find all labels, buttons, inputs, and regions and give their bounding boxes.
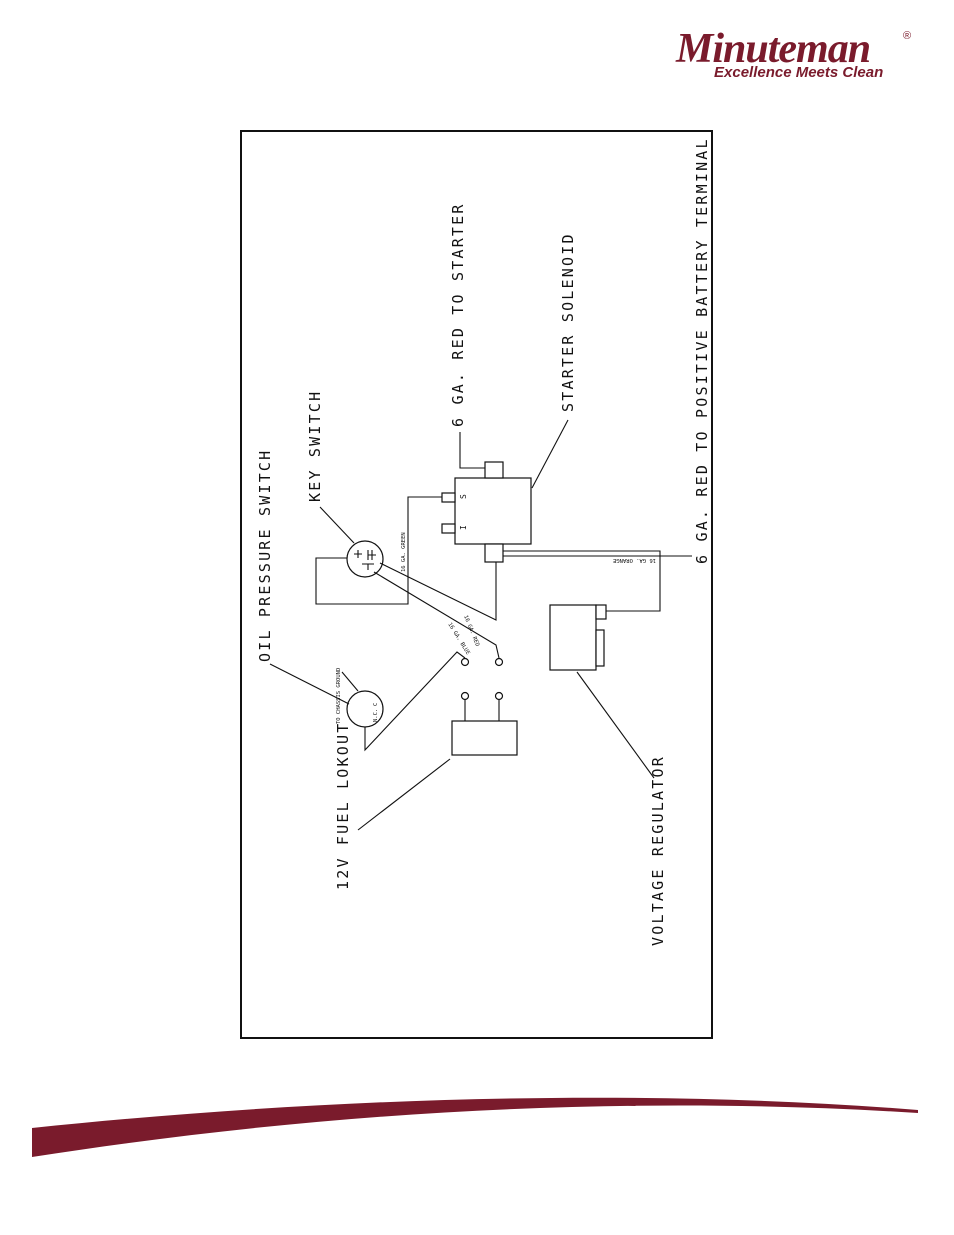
key-switch-contact-1 [354,550,362,558]
solenoid-bottom-post [484,543,504,563]
fuel-lokout [451,691,518,756]
key-switch-contact-2 [367,550,376,560]
label-fuel-lokout: 12V FUEL LOKOUT [334,722,352,890]
swoosh-shape [32,1097,918,1157]
terminal-i-label: I [459,525,468,530]
key-switch [346,540,384,578]
footer-swoosh [32,1097,918,1157]
solenoid-i-terminal [441,523,456,534]
label-oil-pressure-switch: OIL PRESSURE SWITCH [256,449,274,662]
wire-chassis-ground [341,671,359,692]
voltage-regulator-fin [595,629,605,667]
wire-16ga-green [315,496,442,605]
terminal-c-label: C [373,703,379,706]
wiring-diagram: S I N.C. C [256,137,711,946]
fuel-lokout-terminal-2 [494,691,504,701]
logo-registered-mark: ® [903,30,912,42]
oil-pressure-switch: N.C. C [346,690,384,728]
terminal-s-label: S [459,494,468,499]
solenoid-top-post [484,461,504,479]
leader-fuel-lokout [357,758,451,831]
minuteman-logo: Minuteman ® Excellence Meets Clean [676,28,936,84]
label-key-switch: KEY SWITCH [306,390,324,502]
voltage-regulator-body [549,604,597,671]
wire-16ga-orange [503,550,661,612]
leader-voltage-regulator [576,671,655,779]
connector-terminal-1 [460,657,470,667]
wire-label-orange: 16 GA. ORANGE [613,557,656,563]
label-starter-solenoid: STARTER SOLENOID [559,232,577,412]
terminal-nc-label: N.C. [373,709,379,722]
leader-lines [269,419,655,831]
fuel-lokout-terminal-1 [460,691,470,701]
leader-starter-solenoid [531,419,569,489]
label-voltage-regulator: VOLTAGE REGULATOR [649,755,667,946]
wiring-diagram-frame: S I N.C. C [240,130,713,1039]
leader-oil-pressure-switch [269,663,350,705]
wiring [315,432,692,752]
wire-16ga-blue [373,571,500,659]
logo-brand: Minuteman [676,26,871,72]
key-switch-contact-3 [362,563,374,570]
connector-terminal-2 [494,657,504,667]
voltage-regulator-terminal [595,604,607,620]
logo-tagline: Excellence Meets Clean [714,64,884,81]
voltage-regulator [549,604,607,671]
fuel-lokout-body [451,720,518,756]
solenoid-s-terminal [441,492,456,503]
key-switch-body [346,540,384,578]
wire-16ga-red [379,562,497,621]
leader-key-switch [319,506,355,544]
label-red-to-battery: 6 GA. RED TO POSITIVE BATTERY TERMINAL [693,137,711,564]
wire-oil-switch-to-connector [364,651,466,752]
solenoid-body [454,477,532,545]
wire-label-green: 16 GA. GREEN [401,532,407,572]
label-red-to-starter: 6 GA. RED TO STARTER [449,202,467,427]
wire-6ga-starter [459,432,485,469]
wire-label-chassis-ground: TO CHASSIS GROUND [336,668,342,724]
starter-solenoid: S I [441,461,532,563]
